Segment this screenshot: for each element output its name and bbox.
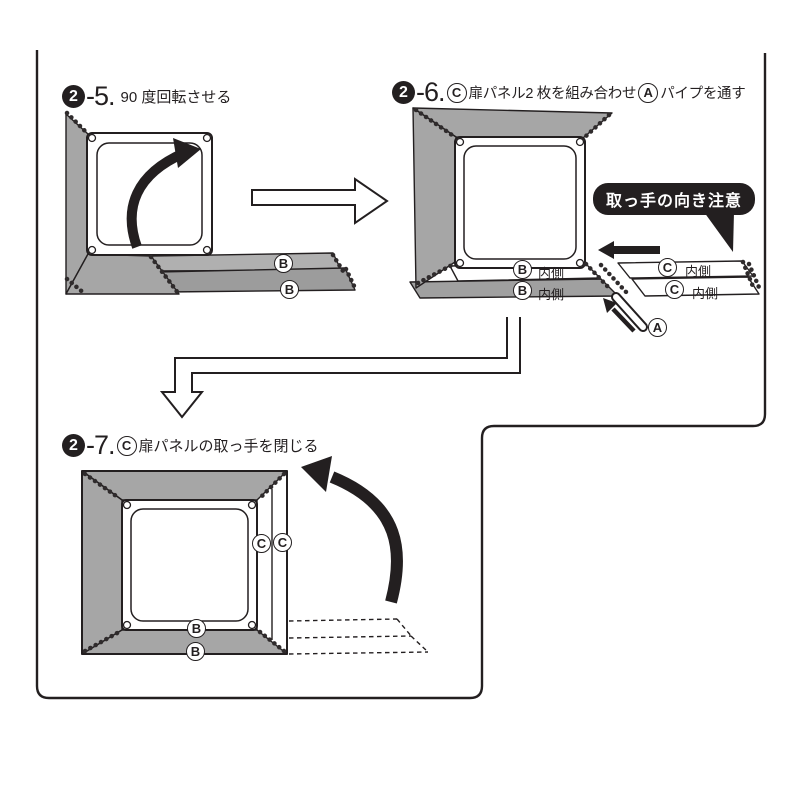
part-label-b: B xyxy=(186,642,205,661)
previous-position-ghost xyxy=(288,618,429,655)
rotation-arrow-2-5 xyxy=(126,138,201,249)
enclosure-outline xyxy=(81,470,288,655)
inside-label: 内側 xyxy=(692,286,719,301)
step-2-5-heading: 2 -5. 90 度回転させる xyxy=(62,81,231,112)
inside-label: 内側 xyxy=(538,266,565,281)
flow-arrow-right xyxy=(251,177,389,225)
panel-c-strip-bottom xyxy=(631,276,760,297)
part-label-c: C xyxy=(665,280,684,299)
part-label-b: B xyxy=(513,260,532,279)
inside-label: 内側 xyxy=(538,287,565,302)
frame-outer xyxy=(454,136,586,269)
rotation-arrow-2-7 xyxy=(301,456,404,604)
part-label-c: C xyxy=(116,435,137,456)
insert-direction-arrow xyxy=(598,241,660,259)
step-2-7-heading: 2 -7. C 扉パネルの取っ手を閉じる xyxy=(62,430,319,461)
step-2-6-illustration xyxy=(409,107,764,333)
frame-inner xyxy=(463,145,577,260)
step-2-6-heading: 2 -6. C 扉パネル2 枚を組み合わせ A パイプを通す xyxy=(392,77,746,108)
frame-corner-connectors xyxy=(455,137,585,268)
step-badge: 2 xyxy=(62,85,85,108)
step-badge: 2 xyxy=(62,434,85,457)
callout-tail xyxy=(704,212,734,252)
frame-corner-connectors xyxy=(87,133,212,255)
step-title: 扉パネル2 枚を組み合わせ xyxy=(468,86,637,102)
step-number: -7. xyxy=(86,430,115,460)
left-skirt-panel xyxy=(81,470,123,655)
step-badge: 2 xyxy=(392,81,415,104)
part-label-c: C xyxy=(658,258,677,277)
part-label-b: B xyxy=(187,619,206,638)
inside-label: 内側 xyxy=(685,264,712,279)
part-label-b: B xyxy=(280,280,299,299)
step-number: -5. xyxy=(86,81,115,111)
frame-inner xyxy=(96,142,203,246)
part-label-c: C xyxy=(252,534,271,553)
hinge-dots xyxy=(82,471,287,654)
part-label-b: B xyxy=(274,254,293,273)
frame-corner-connectors xyxy=(122,500,257,630)
step-title: パイプを通す xyxy=(660,86,746,102)
part-label-c: C xyxy=(446,82,467,103)
pipe-a-illustration xyxy=(603,292,648,333)
step-number: -6. xyxy=(416,77,445,107)
step-title: 扉パネルの取っ手を閉じる xyxy=(138,438,319,455)
frame-outer xyxy=(121,499,258,631)
part-label-a: A xyxy=(648,318,667,337)
part-label-a: A xyxy=(638,82,659,103)
panel-b-strip-bottom xyxy=(156,267,356,293)
hinge-dots xyxy=(64,110,359,297)
step-2-7-illustration xyxy=(81,456,429,655)
part-label-c: C xyxy=(273,533,292,552)
hinge-dots xyxy=(413,107,764,296)
step-title: 90 度回転させる xyxy=(120,89,232,106)
frame-border xyxy=(35,50,767,700)
step-2-5-illustration xyxy=(64,110,359,297)
flow-arrow-down xyxy=(159,317,521,419)
part-label-b: B xyxy=(513,281,532,300)
handle-direction-callout: 取っ手の向き注意 xyxy=(593,183,755,215)
